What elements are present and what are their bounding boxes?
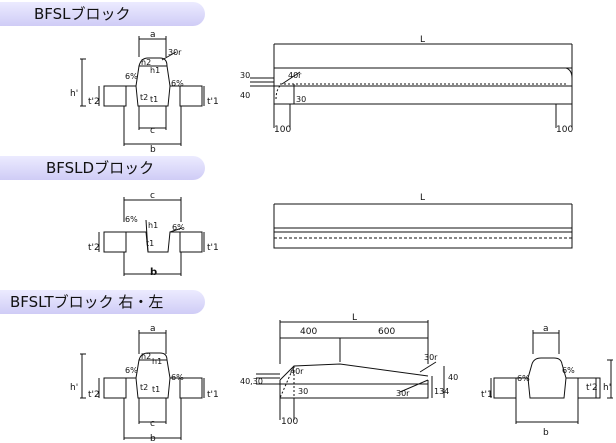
dim-a-3: a: [150, 324, 156, 334]
dim-h-3: h': [70, 383, 78, 393]
dim-h2-3: h2: [141, 352, 151, 361]
dim-t1p-3: t'1: [207, 390, 219, 400]
slope-left-3: 6%: [125, 366, 138, 375]
dim-t1: t1: [150, 95, 158, 104]
dim-t2p: t'2: [88, 97, 100, 107]
dim-h: h': [70, 89, 78, 99]
bfsl-cross-section: [80, 36, 205, 146]
slope-left: 6%: [125, 72, 138, 81]
dim-b-3: b: [150, 434, 156, 443]
bfsld-long-view: [273, 203, 573, 249]
dim-b-4: b: [543, 428, 549, 438]
dim-t1p-4: t'1: [481, 390, 493, 400]
section-header-bfslt: BFSLTブロック 右・左: [0, 290, 205, 314]
dim-40-30: 40,30: [240, 377, 263, 386]
dim-100-right: 100: [556, 125, 573, 135]
slope-right: 6%: [171, 79, 184, 88]
dim-L-3: L: [352, 313, 357, 323]
dim-30-inner: 30: [296, 95, 306, 104]
bfsl-long-view: [250, 43, 573, 128]
dim-a: a: [150, 30, 156, 40]
dim-40r-3: 40r: [290, 367, 304, 376]
slope-left-4: 6%: [517, 374, 530, 383]
dim-t1p-2: t'1: [207, 243, 219, 253]
dim-30r: 30r: [168, 48, 182, 57]
bfsld-cross-section: [98, 197, 205, 276]
dim-30-3: 30: [298, 387, 308, 396]
slope-right-2: 6%: [172, 223, 185, 232]
slope-left-2: 6%: [125, 215, 138, 224]
dim-a-4: a: [543, 324, 549, 334]
dim-b-2: b: [150, 267, 157, 278]
dim-30r-3a: 30r: [424, 353, 438, 362]
dim-30r-3b: 30r: [396, 389, 410, 398]
bfslt-long-view: [256, 320, 445, 420]
dim-t2p-2: t'2: [88, 243, 100, 253]
dim-400: 400: [300, 327, 317, 337]
dimension-labels: a 30r h2 h1 6% 6% h' t'2 t'1 t2 t1 c b L…: [70, 30, 611, 443]
section-title-bfsld: BFSLDブロック: [46, 159, 155, 177]
slope-right-3: 6%: [171, 373, 184, 382]
dim-t1-3: t1: [152, 385, 160, 394]
dim-c: c: [150, 126, 155, 136]
dim-h1-2: h1: [148, 221, 158, 230]
dim-t2p-3: t'2: [88, 390, 100, 400]
dim-30: 30: [240, 71, 250, 80]
bfslt-cross-section-right: [490, 330, 613, 424]
dim-h1: h1: [150, 66, 160, 75]
slope-right-4: 6%: [562, 366, 575, 375]
dim-40r: 40r: [288, 71, 302, 80]
section-header-bfsld: BFSLDブロック: [0, 156, 205, 180]
section-header-bfsl: BFSLブロック: [0, 2, 205, 26]
section-title-bfslt: BFSLTブロック 右・左: [10, 293, 164, 311]
dim-t1-2: t1: [146, 239, 154, 248]
dim-t2: t2: [140, 93, 148, 102]
dim-h1-3: h1: [152, 357, 162, 366]
dim-40-3: 40: [448, 373, 458, 382]
dim-h-4: h': [603, 383, 611, 393]
dim-40: 40: [240, 91, 250, 100]
dim-600: 600: [378, 327, 395, 337]
dim-L-2: L: [420, 193, 425, 203]
dim-h2: h2: [141, 58, 151, 67]
dim-100-3: 100: [281, 417, 298, 427]
dim-100-left: 100: [274, 125, 291, 135]
dim-c-3: c: [150, 419, 155, 429]
bfslt-cross-section-left: [80, 330, 205, 440]
dim-t2p-4: t'2: [586, 383, 598, 393]
dim-134: 134: [434, 387, 449, 396]
dim-t2-3: t2: [140, 383, 148, 392]
dim-b: b: [150, 145, 156, 155]
dim-t1p: t'1: [207, 97, 219, 107]
dim-c-2: c: [150, 191, 155, 201]
dim-L: L: [420, 35, 425, 45]
section-title-bfsl: BFSLブロック: [34, 5, 131, 23]
